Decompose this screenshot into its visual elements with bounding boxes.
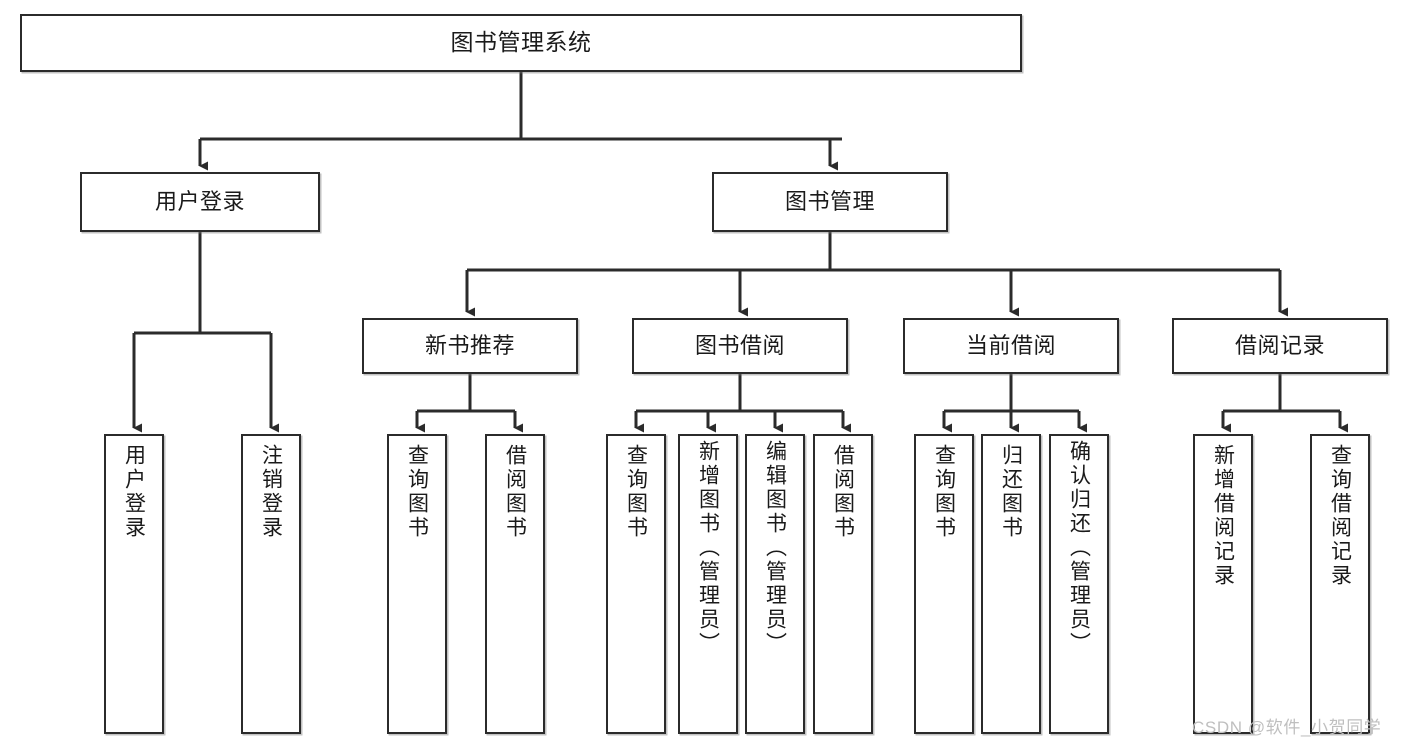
node-leaf-borrow-book[interactable]: 借阅图书	[813, 434, 873, 734]
node-leaf-query-book-rec[interactable]: 查询图书	[387, 434, 447, 734]
csdn-watermark: CSDN @软件_小贺同学	[1192, 718, 1382, 737]
node-leaf-add-record[interactable]: 新增借阅记录	[1193, 434, 1253, 734]
node-book-manage-label: 图书管理	[784, 189, 875, 215]
node-borrow-record-label: 借阅记录	[1234, 333, 1325, 359]
node-current-borrow-label: 当前借阅	[965, 333, 1056, 359]
node-leaf-confirm-return[interactable]: 确认归还（管理员）	[1049, 434, 1109, 734]
node-book-manage[interactable]: 图书管理	[712, 172, 948, 232]
node-leaf-query-book-rec-label: 查询图书	[405, 444, 429, 540]
node-leaf-borrow-book-rec[interactable]: 借阅图书	[485, 434, 545, 734]
node-leaf-query-book-borrow-label: 查询图书	[624, 444, 648, 540]
node-new-book-recommend[interactable]: 新书推荐	[362, 318, 578, 374]
node-leaf-query-book-borrow[interactable]: 查询图书	[606, 434, 666, 734]
node-leaf-edit-book-label: 编辑图书（管理员）	[763, 440, 787, 656]
node-leaf-edit-book[interactable]: 编辑图书（管理员）	[745, 434, 805, 734]
node-leaf-borrow-book-label: 借阅图书	[831, 444, 855, 540]
node-current-borrow[interactable]: 当前借阅	[903, 318, 1119, 374]
node-leaf-logout-label: 注销登录	[259, 444, 283, 540]
node-leaf-add-book[interactable]: 新增图书（管理员）	[678, 434, 738, 734]
node-leaf-user-login[interactable]: 用户登录	[104, 434, 164, 734]
node-leaf-query-book-current[interactable]: 查询图书	[914, 434, 974, 734]
node-book-borrow-label: 图书借阅	[694, 333, 785, 359]
node-book-borrow[interactable]: 图书借阅	[632, 318, 848, 374]
node-root-label: 图书管理系统	[450, 29, 592, 56]
node-user-login-label: 用户登录	[154, 189, 245, 215]
node-new-book-recommend-label: 新书推荐	[424, 333, 515, 359]
node-leaf-query-record[interactable]: 查询借阅记录	[1310, 434, 1370, 734]
node-leaf-logout[interactable]: 注销登录	[241, 434, 301, 734]
node-leaf-add-book-label: 新增图书（管理员）	[696, 440, 720, 656]
node-leaf-query-book-current-label: 查询图书	[932, 444, 956, 540]
node-leaf-return-book[interactable]: 归还图书	[981, 434, 1041, 734]
node-leaf-borrow-book-rec-label: 借阅图书	[503, 444, 527, 540]
node-leaf-query-record-label: 查询借阅记录	[1328, 444, 1352, 588]
node-leaf-confirm-return-label: 确认归还（管理员）	[1067, 440, 1091, 656]
node-user-login[interactable]: 用户登录	[80, 172, 320, 232]
node-leaf-user-login-label: 用户登录	[122, 444, 146, 540]
node-root-system[interactable]: 图书管理系统	[20, 14, 1022, 72]
node-leaf-return-book-label: 归还图书	[999, 444, 1023, 540]
node-leaf-add-record-label: 新增借阅记录	[1211, 444, 1235, 588]
node-borrow-record[interactable]: 借阅记录	[1172, 318, 1388, 374]
